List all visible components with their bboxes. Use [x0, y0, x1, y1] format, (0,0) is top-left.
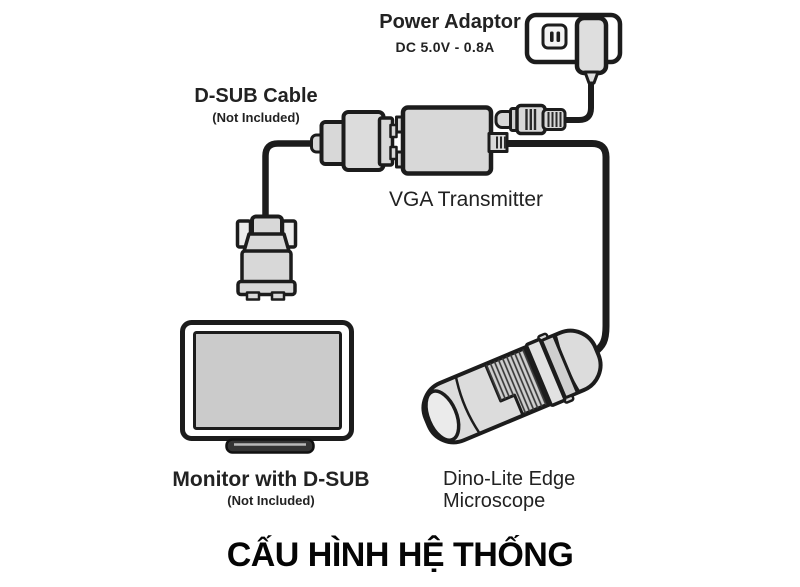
dsub-cable-line [262, 140, 322, 222]
power-spec-label: DC 5.0V - 0.8A [395, 39, 495, 55]
power-adaptor-icon [524, 12, 623, 85]
vga-transmitter-label: VGA Transmitter [389, 188, 544, 211]
power-adaptor-label: Power Adaptor [379, 11, 521, 33]
page-title: CẤU HÌNH HỆ THỐNG [226, 536, 574, 574]
microscope-label-line1: Dino-Lite Edge [443, 468, 576, 490]
monitor-label: Monitor with D-SUB [172, 468, 370, 491]
dsub-cable-label: D-SUB Cable [194, 85, 318, 107]
power-cable [559, 77, 594, 123]
monitor-not-included-note: (Not Included) [227, 493, 315, 508]
vga-transmitter-box-icon [395, 105, 509, 176]
dsub-connector-icon [235, 214, 298, 301]
microscope-label-line2: Microscope [443, 490, 546, 512]
monitor-icon [180, 320, 354, 454]
dsub-cable-not-included-note: (Not Included) [212, 110, 300, 125]
vga-connector-male-icon [310, 110, 398, 172]
dc-power-plug-icon [494, 103, 567, 136]
microscope-cable [499, 140, 610, 357]
handheld-microscope-icon [421, 328, 603, 445]
